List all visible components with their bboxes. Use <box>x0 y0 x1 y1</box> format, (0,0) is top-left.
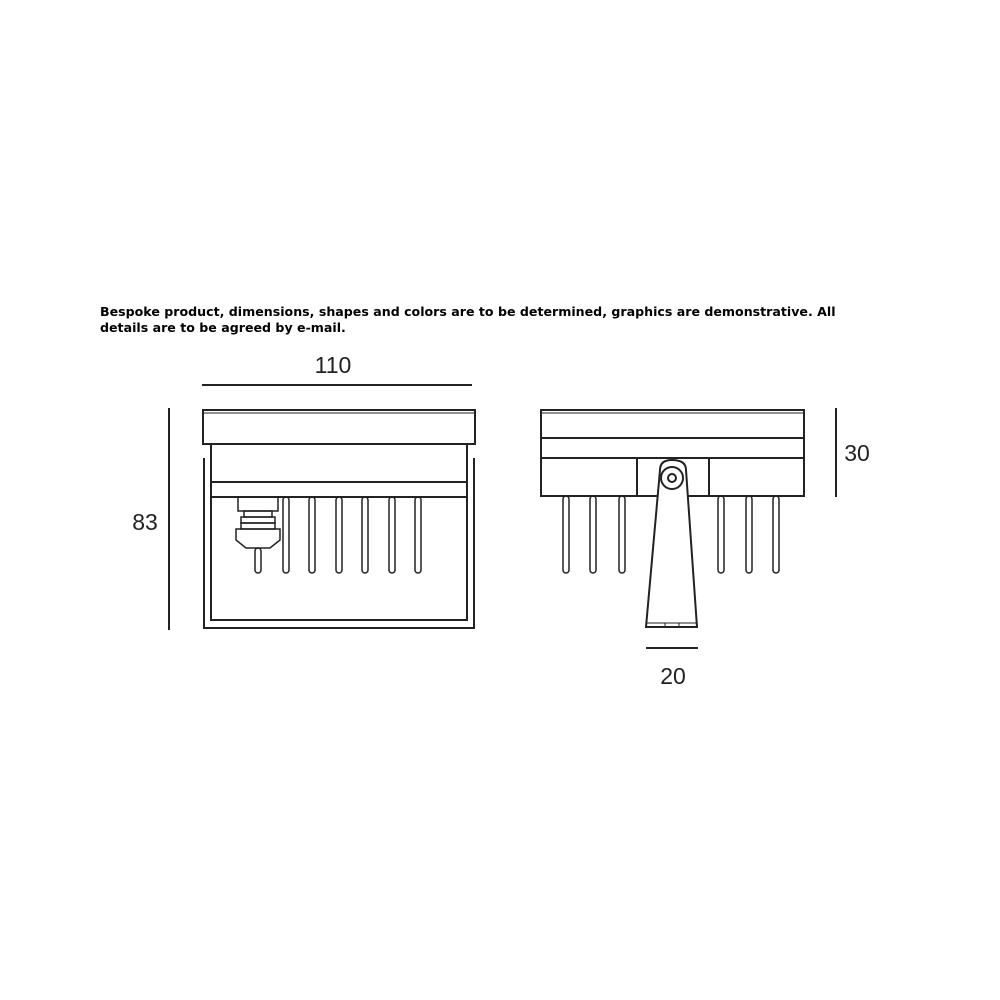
height-dimension-label: 83 <box>132 509 158 535</box>
front-cap <box>540 409 805 439</box>
top-height-dimension-label: 30 <box>844 440 870 466</box>
bracket <box>644 458 699 628</box>
bracket-width-dimension-label: 20 <box>660 663 686 689</box>
front-band <box>540 437 805 459</box>
width-dimension-label: 110 <box>315 352 352 378</box>
front-view: 30 20 <box>540 408 870 689</box>
fins <box>282 496 422 574</box>
sleeve <box>203 458 475 629</box>
housing <box>210 444 468 483</box>
front-fins <box>562 495 780 574</box>
side-view: 110 83 <box>132 352 476 630</box>
pivot-bolt <box>660 466 684 490</box>
cable-gland <box>235 496 281 574</box>
cap <box>202 409 476 445</box>
disclaimer-note: Bespoke product, dimensions, shapes and … <box>100 304 836 335</box>
